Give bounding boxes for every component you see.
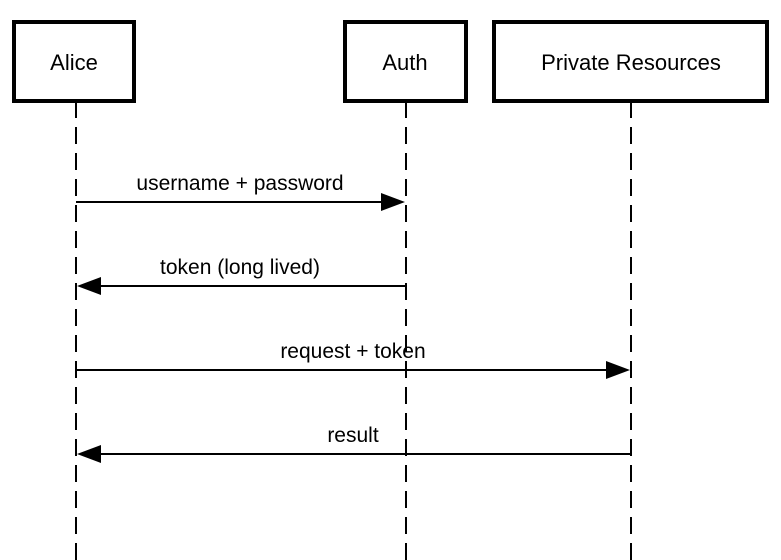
participant-alice: Alice	[12, 20, 136, 103]
message-token-long-lived-arrowhead	[77, 277, 101, 295]
message-username-password: username + password	[76, 172, 405, 211]
participant-alice-box	[12, 20, 136, 103]
message-result-label: result	[327, 424, 379, 447]
message-token-long-lived-label: token (long lived)	[160, 256, 320, 279]
message-request-token-arrowhead	[606, 361, 630, 379]
message-request-token-label: request + token	[280, 340, 425, 363]
message-username-password-arrowhead	[381, 193, 405, 211]
message-result-arrowhead	[77, 445, 101, 463]
participant-alice-label: Alice	[50, 50, 98, 75]
participant-private-resources-label: Private Resources	[541, 50, 721, 75]
participant-private-resources: Private Resources	[492, 20, 769, 103]
message-result: result	[77, 424, 631, 463]
participant-auth: Auth	[343, 20, 468, 103]
participant-auth-label: Auth	[382, 50, 427, 75]
participant-private-resources-box	[492, 20, 769, 103]
participant-auth-box	[343, 20, 468, 103]
message-token-long-lived: token (long lived)	[77, 256, 406, 295]
message-request-token: request + token	[76, 340, 630, 379]
message-username-password-label: username + password	[136, 172, 343, 195]
